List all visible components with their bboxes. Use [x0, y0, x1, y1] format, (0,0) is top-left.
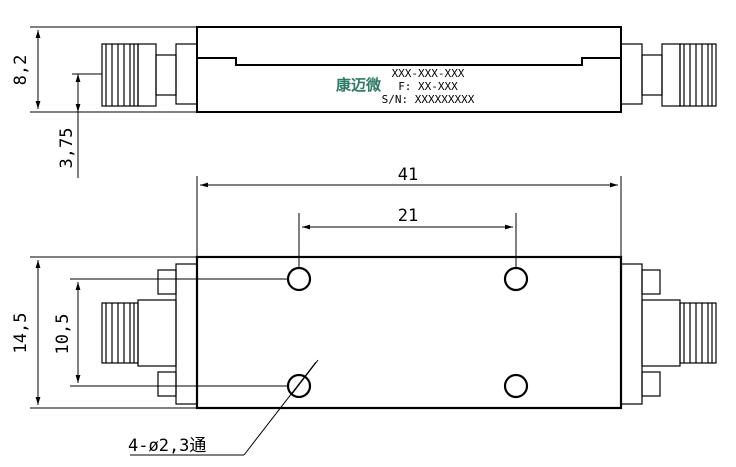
height-dim-label: 8,2	[11, 55, 31, 86]
offset-dim-label: 3,75	[57, 128, 77, 169]
width-dim-label: 14,5	[11, 313, 31, 354]
serial-number: S/N: XXXXXXXXX	[382, 93, 475, 106]
mounting-hole-top-left	[286, 266, 312, 292]
offset-dimension	[72, 73, 102, 178]
right-connector-top	[620, 263, 717, 405]
frequency-label: F: XX-XXX	[398, 80, 458, 93]
hole-spacing-y-label: 10,5	[53, 314, 73, 355]
hole-callout-label: 4-ø2,3通	[128, 436, 206, 456]
hole-spacing-y-dimension	[70, 278, 288, 387]
left-connector-top	[101, 263, 198, 405]
hole-spacing-x-dimension	[298, 213, 517, 268]
hole-spacing-x-label: 21	[398, 206, 418, 226]
part-number: XXX-XXX-XXX	[392, 67, 465, 80]
mounting-hole-top-right	[503, 266, 529, 292]
right-connector-side	[620, 43, 717, 107]
lid-step	[197, 57, 621, 66]
top-view	[30, 176, 717, 456]
side-view	[30, 26, 717, 178]
width-dimension	[30, 256, 197, 409]
hole-callout-leader	[130, 359, 319, 456]
left-connector-side	[101, 43, 198, 107]
brand-logo: 康迈微	[336, 76, 382, 94]
height-dimension	[30, 26, 197, 113]
length-dim-label: 41	[398, 165, 418, 185]
length-dimension	[196, 176, 622, 257]
top-body	[195, 255, 623, 410]
mounting-hole-bottom-right	[503, 373, 529, 399]
